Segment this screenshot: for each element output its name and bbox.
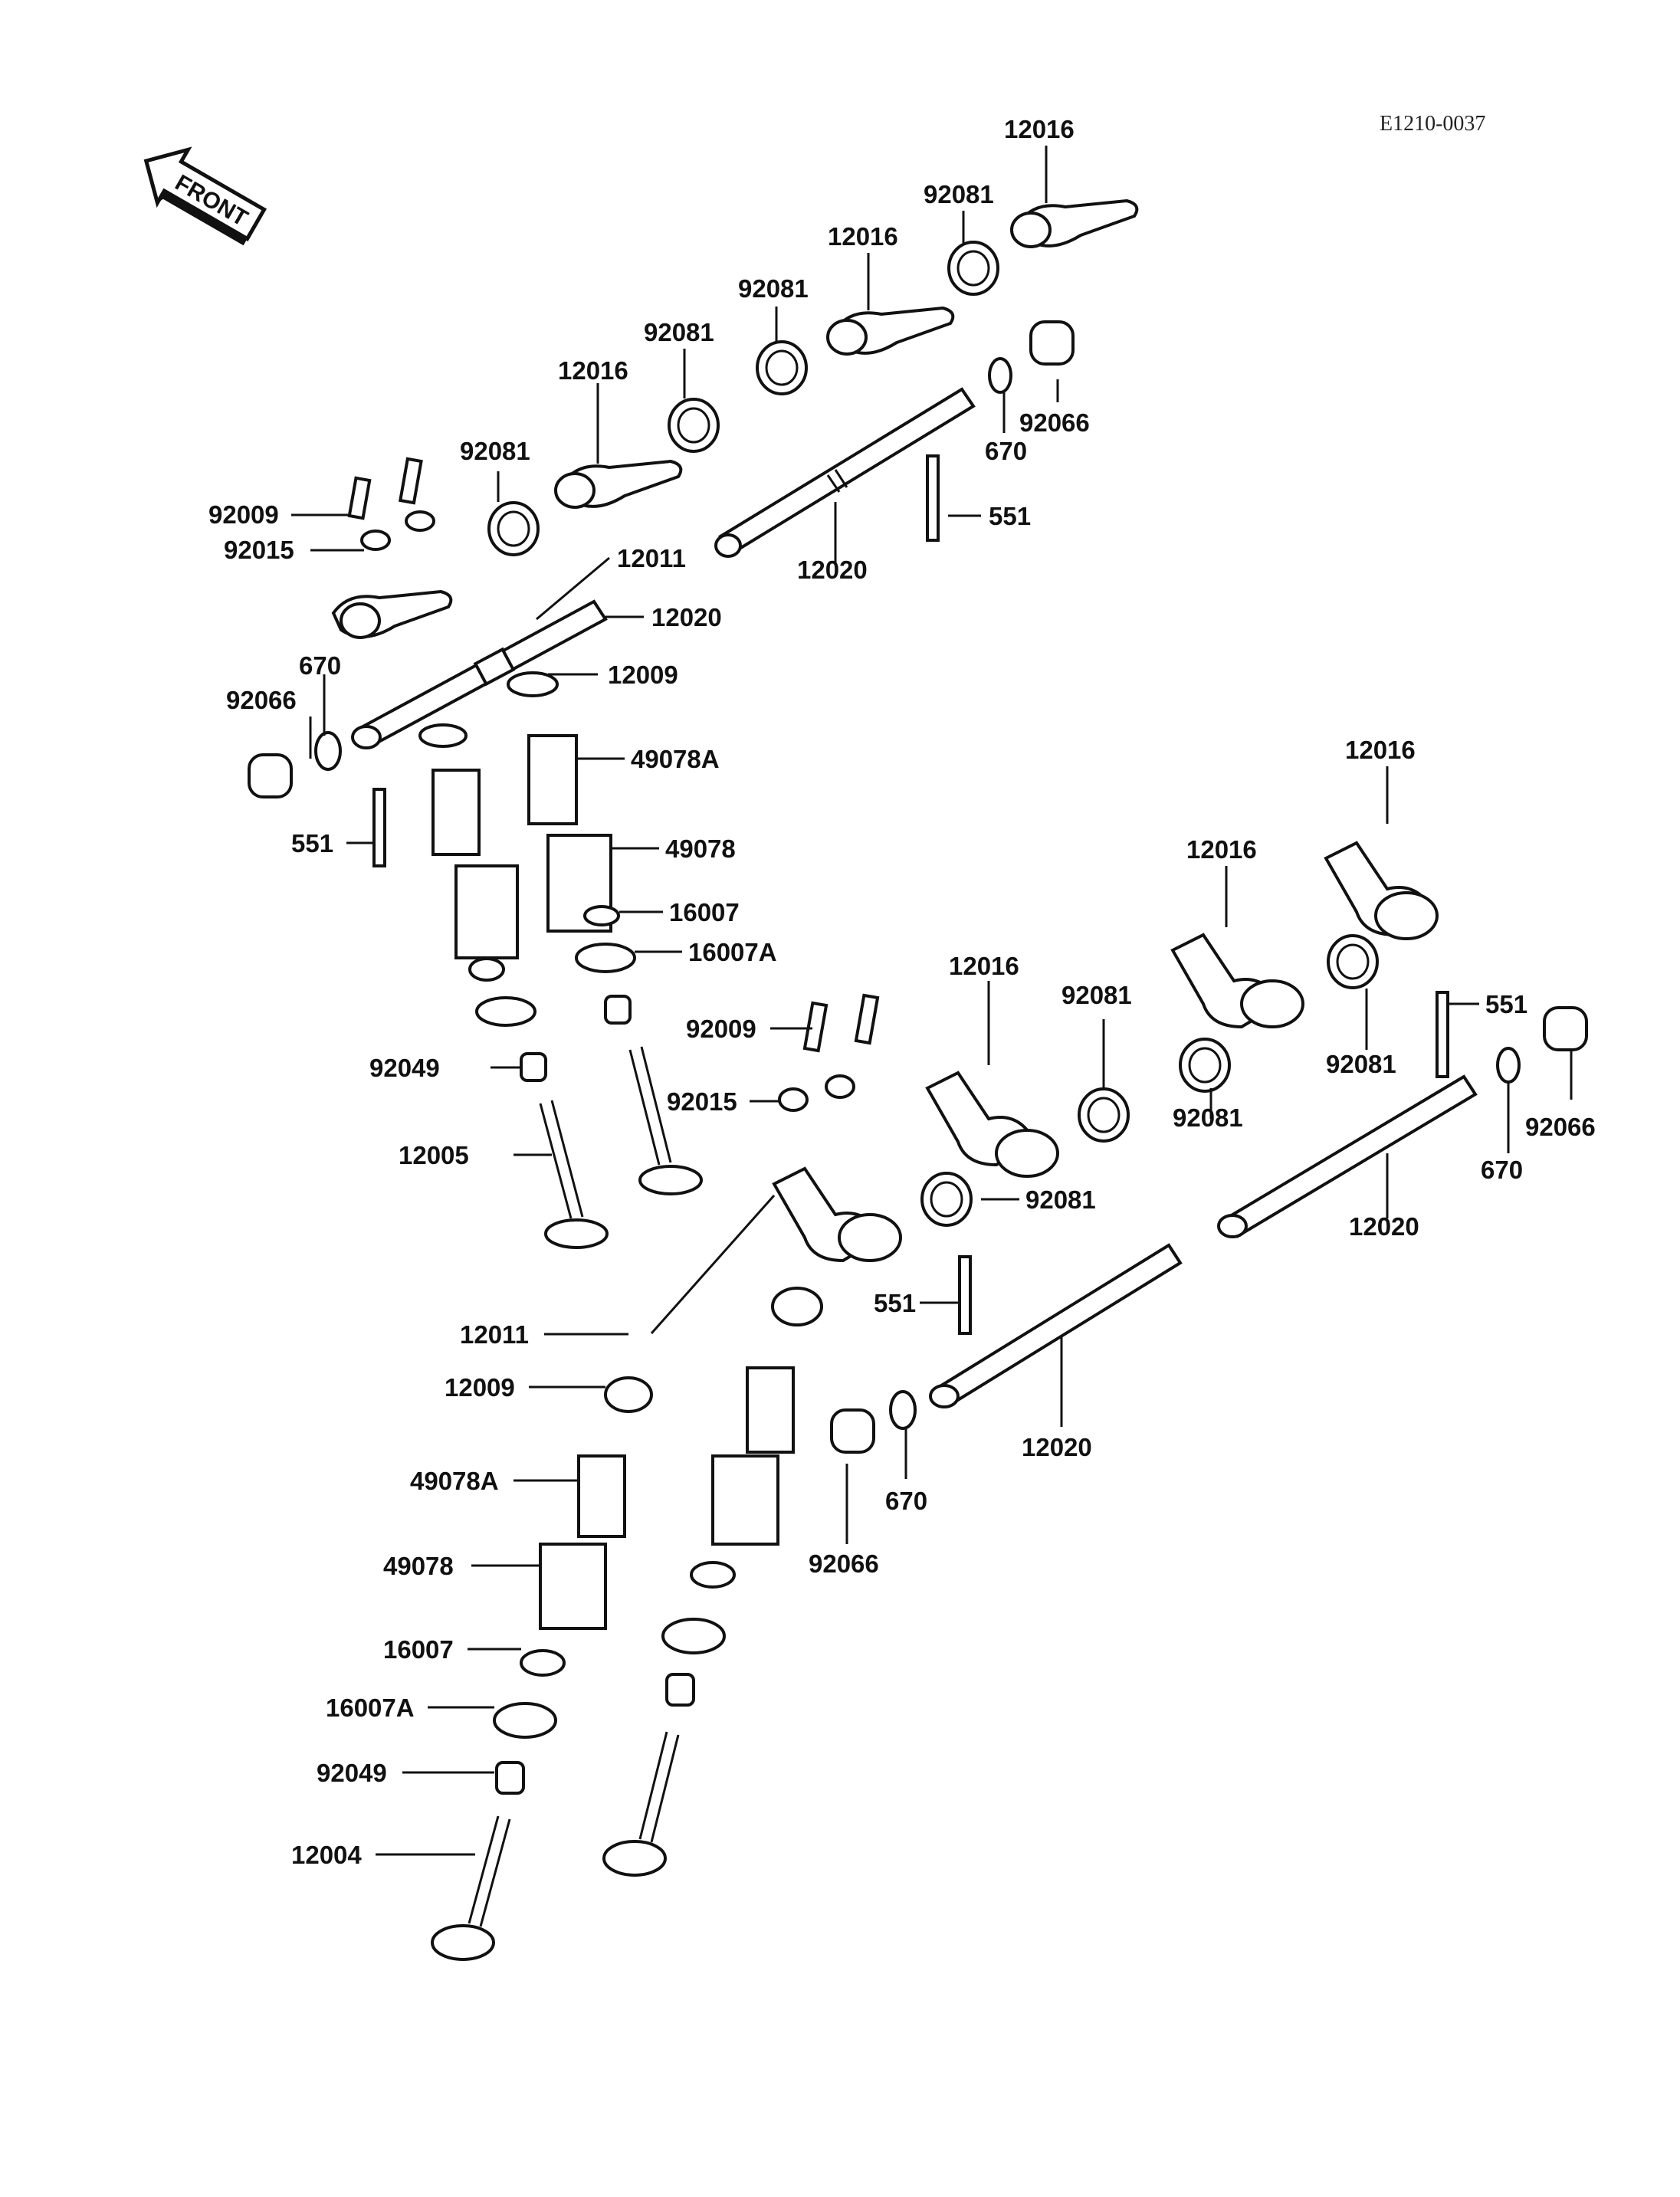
callout-label: 12020 (797, 556, 868, 584)
callout-label: 12004 (291, 1841, 362, 1869)
callout-label: 92009 (208, 500, 279, 529)
callout-label: 92081 (738, 274, 809, 303)
lock-nut-top2-icon (405, 510, 435, 532)
o-ring-bottom-right-icon (1496, 1047, 1521, 1084)
callout-label: 670 (1481, 1156, 1523, 1184)
lock-nut-bottom2-icon (825, 1074, 855, 1099)
callout-label: 16007 (383, 1635, 454, 1664)
callout-label: 92081 (644, 318, 714, 346)
pin-top-left-icon (372, 788, 386, 867)
pin-bottom-right-icon (1436, 991, 1449, 1078)
callout-label: 12016 (1004, 115, 1075, 143)
callout-label: 16007 (669, 898, 740, 926)
rocker-shaft-lower (351, 599, 608, 749)
rocker-arm-8 (772, 1166, 902, 1263)
rocker-arm-1 (1010, 198, 1139, 248)
callout-label: 92066 (1525, 1113, 1596, 1141)
rocker-arm-2 (826, 306, 955, 356)
o-ring-top-right-icon (988, 357, 1012, 394)
rocker-arm-6 (1170, 933, 1304, 1029)
callout-label: 49078 (383, 1552, 454, 1580)
o-ring-top-left-icon (314, 731, 342, 771)
plug-cap-bottom-left-icon (830, 1408, 875, 1454)
callout-label: 12020 (651, 603, 722, 631)
rocker-shaft-lower-left (929, 1243, 1183, 1408)
plug-cap-top-left-icon (248, 753, 293, 798)
callout-label: 92081 (1025, 1185, 1096, 1214)
callout-label: 551 (874, 1289, 916, 1317)
callout-label: 551 (989, 502, 1031, 530)
lock-nut-bottom-icon (778, 1087, 809, 1112)
callout-label: 670 (985, 437, 1027, 465)
pin-top-right-icon (926, 454, 940, 542)
rocker-arm-4 (331, 589, 453, 639)
callout-label: 12016 (1186, 835, 1257, 864)
rocker-shaft-upper (714, 387, 976, 558)
callout-label: 92015 (667, 1087, 737, 1116)
plug-cap-top-right-icon (1029, 320, 1075, 366)
callout-label: 49078 (665, 835, 736, 863)
rocker-arm-3 (554, 459, 683, 509)
drawing-code: E1210-0037 (1380, 112, 1485, 136)
rocker-arm-5 (1324, 841, 1439, 940)
valve-stack-bottom-right (602, 1287, 823, 1877)
adjuster-screw-top-icon (347, 476, 372, 520)
adjuster-screw-top2-icon (398, 457, 423, 505)
front-arrow-icon: FRONT (143, 146, 267, 246)
callout-label: 12009 (445, 1373, 515, 1402)
valve-stack-bottom-left (431, 1376, 653, 1961)
callout-label: 12005 (399, 1141, 469, 1169)
callout-label: 12016 (558, 356, 628, 385)
callout-label: 92081 (1061, 981, 1132, 1009)
callout-label: 92066 (226, 686, 297, 714)
callout-label: 670 (299, 651, 341, 680)
rocker-shaft-lower-right (1217, 1074, 1478, 1238)
callout-label: 12020 (1022, 1433, 1092, 1461)
valve-stack-top-left (418, 723, 609, 1249)
callout-label: 92066 (809, 1549, 879, 1578)
callout-label: 92015 (224, 536, 294, 564)
callout-label: 12016 (949, 952, 1019, 980)
lock-nut-top-icon (360, 530, 391, 551)
plug-cap-bottom-right-icon (1543, 1006, 1588, 1051)
callout-label: 670 (885, 1487, 927, 1515)
callout-label: 92081 (924, 180, 994, 208)
callout-label: 92066 (1019, 408, 1090, 437)
callout-label: 551 (1485, 990, 1527, 1018)
callout-label: 551 (291, 829, 333, 857)
callout-label: 92049 (369, 1054, 440, 1082)
callout-label: 92049 (317, 1759, 387, 1787)
adjuster-screw-bottom-icon (802, 1001, 829, 1053)
callout-label: 92081 (460, 437, 530, 465)
adjuster-screw-bottom2-icon (854, 993, 880, 1045)
callout-label: 49078A (631, 745, 720, 773)
valve-stack-top-right (507, 671, 703, 1195)
callout-label: 12016 (828, 222, 898, 251)
callout-label: 12011 (617, 544, 686, 572)
callout-label: 12020 (1349, 1212, 1419, 1241)
callout-label: 16007A (688, 938, 777, 966)
callout-label: 12009 (608, 661, 678, 689)
rocker-arm-7 (925, 1071, 1059, 1178)
rocker-spring-icons-bottom (920, 934, 1379, 1227)
callout-labels: 12016 92081 12016 92081 92081 12016 9208… (208, 115, 1596, 1869)
callout-label: 92081 (1173, 1103, 1243, 1132)
callout-label: 12011 (460, 1320, 529, 1349)
callout-label: 16007A (326, 1694, 415, 1722)
callout-label: 92009 (686, 1015, 756, 1043)
rocker-spring-icons-top (487, 241, 999, 556)
pin-bottom-mid-icon (958, 1255, 972, 1335)
callout-label: 92081 (1326, 1050, 1396, 1078)
leader-lines (291, 146, 1573, 1856)
callout-label: 49078A (410, 1467, 499, 1495)
callout-label: 12016 (1345, 736, 1416, 764)
o-ring-bottom-left-icon (889, 1390, 917, 1430)
